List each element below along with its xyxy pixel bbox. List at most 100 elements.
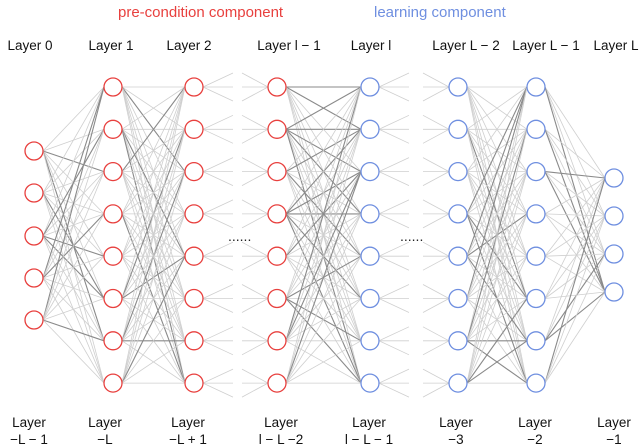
edge-1 xyxy=(121,86,186,341)
edge-0 xyxy=(42,319,105,384)
bottom-label-4-line1: Layer xyxy=(352,415,386,430)
edge-3 xyxy=(285,86,362,172)
edge-0 xyxy=(42,171,105,321)
edge-fade xyxy=(422,298,450,313)
bottom-label-3-line1: Layer xyxy=(264,415,298,430)
edge-fade xyxy=(378,340,410,356)
edge-6 xyxy=(544,213,606,255)
bottom-label-6: Layer −2 xyxy=(518,414,552,448)
node-layer-6-1 xyxy=(526,119,546,139)
node-layer-1-6 xyxy=(103,331,123,351)
edge-fade xyxy=(422,340,450,356)
node-layer-4-6 xyxy=(360,331,380,351)
edge-1 xyxy=(121,255,186,384)
node-layer-3-7 xyxy=(267,373,287,393)
edge-fade xyxy=(202,128,234,144)
edge-fade xyxy=(241,382,269,398)
node-layer-4-0 xyxy=(360,77,380,97)
edge-6 xyxy=(544,253,606,299)
node-layer-1-2 xyxy=(103,161,123,182)
edge-fade xyxy=(202,382,234,398)
edge-5 xyxy=(466,340,528,384)
node-layer-6-4 xyxy=(526,246,546,266)
node-layer-2-0 xyxy=(184,77,204,97)
bottom-label-1: Layer −L xyxy=(88,414,122,448)
node-layer-6-6 xyxy=(526,331,546,351)
edge-3 xyxy=(285,129,362,384)
edge-0 xyxy=(42,298,105,321)
edge-6 xyxy=(544,253,606,384)
edge-fade xyxy=(422,114,450,130)
edge-fade xyxy=(378,326,410,342)
node-layer-5-5 xyxy=(448,288,468,309)
node-layer-0-4 xyxy=(24,310,44,330)
edge-6 xyxy=(544,177,606,299)
edge-6 xyxy=(544,291,606,299)
node-layer-6-7 xyxy=(526,373,546,393)
top-label-layer-L-minus-2: Layer L − 2 xyxy=(432,38,500,53)
bottom-label-1-line2: −L xyxy=(97,432,113,447)
bottom-label-2-line2: −L + 1 xyxy=(169,432,207,447)
edge-1 xyxy=(121,86,186,384)
edge-fade xyxy=(202,326,234,342)
top-label-layer-2: Layer 2 xyxy=(166,38,212,53)
node-layer-5-1 xyxy=(448,119,468,139)
top-label-layer-l: Layer l xyxy=(350,38,392,53)
edge-fade xyxy=(202,340,234,356)
edge-1 xyxy=(121,86,186,172)
edge-6 xyxy=(544,129,606,293)
edge-fade xyxy=(378,86,410,102)
edge-6 xyxy=(544,253,606,342)
edge-3 xyxy=(285,86,362,130)
bottom-label-2: Layer −L + 1 xyxy=(169,414,207,448)
node-layer-3-2 xyxy=(267,161,287,182)
edge-0 xyxy=(42,86,105,237)
edge-5 xyxy=(466,213,528,384)
edge-fade xyxy=(202,255,234,271)
ellipsis-right: ...... xyxy=(400,228,424,244)
edge-6 xyxy=(544,213,606,293)
edge-fade xyxy=(202,298,234,313)
edge-fade xyxy=(241,86,269,102)
edge-6 xyxy=(544,171,606,217)
bottom-label-3-line2: l − L −2 xyxy=(258,432,304,447)
bottom-label-0: Layer −L − 1 xyxy=(10,414,48,448)
edge-6 xyxy=(544,86,606,179)
edge-fade xyxy=(202,114,234,130)
bottom-label-2-line1: Layer xyxy=(171,415,205,430)
bottom-label-0-line1: Layer xyxy=(12,415,46,430)
edge-fade xyxy=(378,255,410,271)
edge-fade xyxy=(202,157,234,172)
node-layer-3-0 xyxy=(267,77,287,97)
edge-5 xyxy=(466,86,528,257)
edge-0 xyxy=(42,129,105,321)
edge-5 xyxy=(466,86,528,172)
edge-fade xyxy=(241,128,269,144)
edge-3 xyxy=(285,86,362,341)
node-layer-2-1 xyxy=(184,119,204,139)
edge-fade xyxy=(241,157,269,172)
edge-5 xyxy=(466,86,528,130)
edge-fade xyxy=(378,298,410,313)
edge-5 xyxy=(466,129,528,384)
node-layer-2-5 xyxy=(184,288,204,309)
node-layer-3-6 xyxy=(267,331,287,351)
edge-6 xyxy=(544,128,606,179)
node-layer-5-0 xyxy=(448,77,468,97)
node-layer-2-2 xyxy=(184,161,204,182)
edge-3 xyxy=(285,86,362,257)
edge-fade xyxy=(202,199,234,215)
node-layer-6-2 xyxy=(526,161,546,182)
edge-0 xyxy=(42,319,105,342)
edge-6 xyxy=(544,86,606,293)
bottom-label-3: Layer l − L −2 xyxy=(259,414,304,448)
edge-6 xyxy=(544,253,606,257)
node-layer-1-5 xyxy=(103,288,123,309)
edge-fade xyxy=(422,382,450,398)
bottom-label-7-line1: Layer xyxy=(597,415,631,430)
node-layer-4-7 xyxy=(360,373,380,393)
edge-6 xyxy=(544,171,606,255)
edge-fade xyxy=(241,171,269,186)
